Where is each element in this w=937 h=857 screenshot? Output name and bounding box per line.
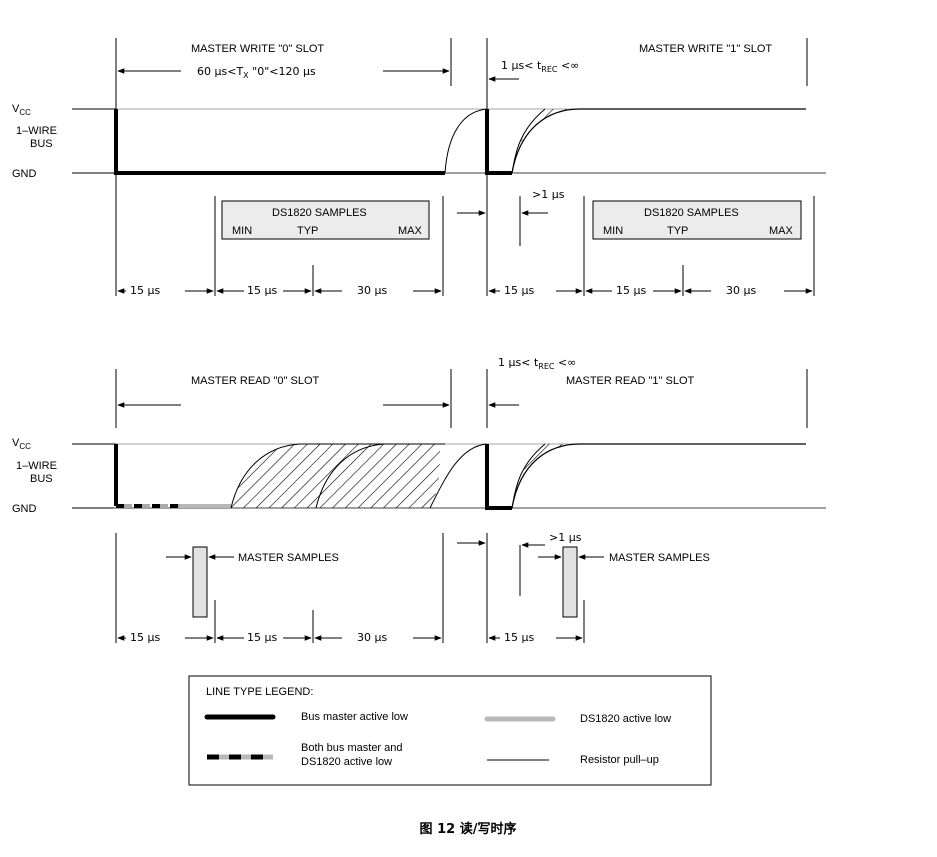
vcc-label: VCC: [12, 103, 31, 117]
one-wire-label: 1–WIRE: [16, 125, 57, 137]
write1-master-low: [485, 109, 512, 175]
legend-ds-low-label: DS1820 active low: [580, 713, 671, 725]
read-gnd-label: GND: [12, 503, 37, 515]
read0-curve-3: [429, 443, 488, 509]
read1-master-samples-label: MASTER SAMPLES: [609, 552, 710, 564]
legend-both-low-label-2: DS1820 active low: [301, 756, 392, 768]
legend-box: [188, 675, 712, 786]
write0-dim-15a: 15 µs: [130, 284, 160, 297]
write-rec-label: 1 µs< tREC <∞: [501, 59, 579, 74]
write-gt1us-label: >1 µs: [532, 188, 565, 201]
write0-dim-30: 30 µs: [357, 284, 387, 297]
read0-hatch-1: [231, 444, 380, 508]
write1-dim-30: 30 µs: [726, 284, 756, 297]
read1-slot-title: MASTER READ "1" SLOT: [566, 375, 695, 387]
read-vcc-label: VCC: [12, 437, 31, 451]
read1-master-low: [485, 444, 512, 510]
write0-samples-label: DS1820 SAMPLES: [272, 207, 367, 219]
read0-sample-window: [192, 546, 208, 618]
write0-dim-15b: 15 µs: [247, 284, 277, 297]
legend-both-low-label-1: Both bus master and: [301, 742, 403, 754]
read0-curve-2: [315, 443, 386, 509]
read1-early-curve: [511, 443, 546, 509]
legend-pullup-label: Resistor pull–up: [580, 754, 659, 766]
read1-dim-15a: 15 µs: [504, 631, 534, 644]
read0-dim-30: 30 µs: [357, 631, 387, 644]
read-gt1us-label: >1 µs: [549, 531, 582, 544]
bus-label: BUS: [30, 138, 53, 150]
write1-dim-15a: 15 µs: [504, 284, 534, 297]
write0-min-label: MIN: [232, 225, 252, 237]
write0-samples-box: [221, 200, 430, 240]
read0-slot-title: MASTER READ "0" SLOT: [191, 375, 320, 387]
write1-typ-label: TYP: [667, 225, 688, 237]
read-bus-label: BUS: [30, 473, 53, 485]
write1-min-label: MIN: [603, 225, 623, 237]
write1-samples-label: DS1820 SAMPLES: [644, 207, 739, 219]
write0-timing-label: 60 µs<TX "0"<120 µs: [197, 65, 316, 80]
read1-sample-window: [562, 546, 578, 618]
write1-early-curve: [511, 108, 546, 174]
line-type-legend: LINE TYPE LEGEND: Bus master active low …: [188, 675, 712, 786]
write-section: VCC 1–WIRE BUS GND MASTER WRITE "0" SLOT…: [12, 38, 826, 297]
write1-samples-box: [592, 200, 802, 240]
write1-hatch-area: [512, 109, 578, 173]
gnd-label: GND: [12, 168, 37, 180]
read-section: VCC 1–WIRE BUS GND: [12, 356, 826, 644]
read-rec-label: 1 µs< tREC <∞: [498, 356, 576, 371]
legend-title: LINE TYPE LEGEND:: [206, 686, 313, 698]
write1-pullup-curve: [511, 108, 806, 174]
read0-curve-1: [230, 443, 445, 509]
write0-typ-label: TYP: [297, 225, 318, 237]
read0-hatch-2: [316, 444, 440, 508]
read0-dim-15a: 15 µs: [130, 631, 160, 644]
write1-slot-title: MASTER WRITE "1" SLOT: [639, 43, 772, 55]
write0-master-low: [114, 109, 445, 175]
write1-max-label: MAX: [769, 225, 794, 237]
read1-pullup-curve: [511, 443, 806, 509]
write0-max-label: MAX: [398, 225, 423, 237]
write1-dim-15b: 15 µs: [616, 284, 646, 297]
figure-caption: 图 12 读/写时序: [420, 821, 517, 837]
read-one-wire-label: 1–WIRE: [16, 460, 57, 472]
read0-master-samples-label: MASTER SAMPLES: [238, 552, 339, 564]
read1-hatch-area: [512, 444, 578, 508]
write0-slot-title: MASTER WRITE "0" SLOT: [191, 43, 324, 55]
write0-pullup-curve: [444, 108, 488, 174]
read0-dim-15b: 15 µs: [247, 631, 277, 644]
legend-master-low-label: Bus master active low: [301, 711, 408, 723]
